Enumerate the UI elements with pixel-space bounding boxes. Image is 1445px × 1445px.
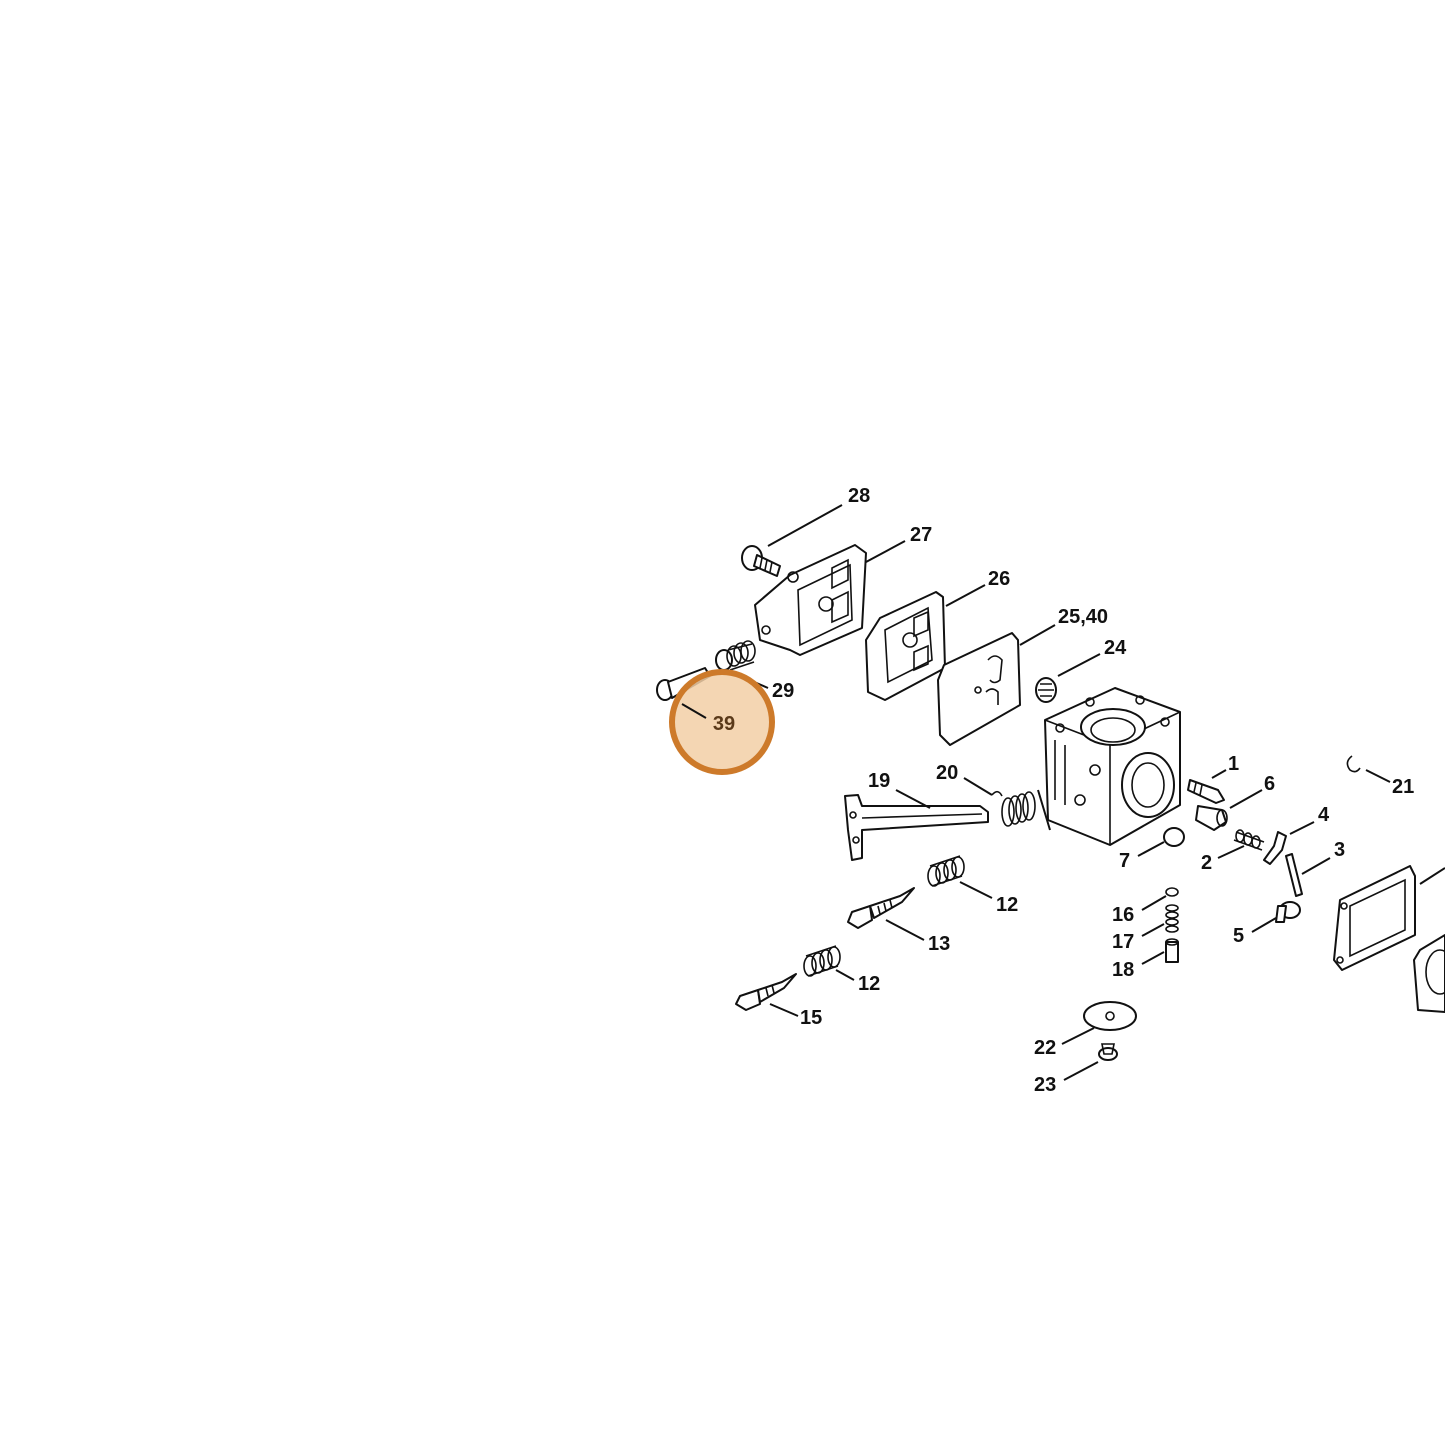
label-28: 28 <box>848 485 870 507</box>
part-right-gasket[interactable] <box>1333 865 1445 1013</box>
leader-18 <box>1141 951 1165 965</box>
part-5-screw[interactable] <box>1275 901 1301 923</box>
label-12-upper: 12 <box>996 894 1018 916</box>
leader-12b <box>835 969 855 981</box>
label-27: 27 <box>910 524 932 546</box>
part-19-throttle-shaft[interactable] <box>844 794 989 861</box>
leader-19 <box>895 789 931 809</box>
part-1-needle[interactable] <box>1187 779 1225 804</box>
carburetor-body[interactable] <box>1037 687 1181 846</box>
highlight-marker-39[interactable]: 39 <box>669 669 775 775</box>
label-4: 4 <box>1318 804 1330 826</box>
label-25-40: 25,40 <box>1058 606 1108 628</box>
leader-16 <box>1141 895 1167 911</box>
part-21-clip[interactable] <box>1346 755 1361 773</box>
leader-23 <box>1063 1061 1099 1081</box>
part-12-spring-lower[interactable] <box>803 945 841 977</box>
leader-13 <box>885 919 925 941</box>
part-29-spring[interactable] <box>715 640 756 671</box>
leader-6 <box>1229 789 1263 809</box>
part-6-cap[interactable] <box>1195 805 1228 831</box>
label-39: 39 <box>713 713 735 735</box>
leader-21 <box>1365 769 1391 783</box>
part-25-40-diaphragm[interactable] <box>937 632 1021 746</box>
leader-7 <box>1137 841 1165 857</box>
leader-12a <box>959 881 993 899</box>
highlight-circle <box>669 669 775 775</box>
leader-20 <box>963 777 993 796</box>
label-2: 2 <box>1201 852 1212 874</box>
part-17-spring[interactable] <box>1165 904 1179 933</box>
label-22: 22 <box>1034 1037 1056 1059</box>
leader-1 <box>1211 769 1227 779</box>
part-18-valve[interactable] <box>1165 938 1179 963</box>
label-29: 29 <box>772 680 794 702</box>
part-4-lever[interactable] <box>1263 831 1287 865</box>
leader-27 <box>865 540 906 563</box>
part-26-gasket[interactable] <box>865 591 946 701</box>
label-20: 20 <box>936 762 958 784</box>
leader-2 <box>1217 845 1245 859</box>
part-23-screw[interactable] <box>1098 1043 1118 1061</box>
leader-3 <box>1301 857 1331 875</box>
label-12-lower: 12 <box>858 973 880 995</box>
part-24-screen[interactable] <box>1035 677 1057 703</box>
leader-26 <box>945 584 986 607</box>
leader-28 <box>767 504 843 547</box>
label-24: 24 <box>1104 637 1127 659</box>
leader-17 <box>1141 923 1165 937</box>
leader-39 <box>681 703 707 719</box>
part-20-spring[interactable] <box>991 790 1036 827</box>
label-26: 26 <box>988 568 1010 590</box>
label-3: 3 <box>1334 839 1345 861</box>
part-3-pin[interactable] <box>1285 853 1303 897</box>
label-5: 5 <box>1233 925 1244 947</box>
label-6: 6 <box>1264 773 1275 795</box>
part-2-spring[interactable] <box>1233 829 1265 851</box>
label-15: 15 <box>800 1007 822 1029</box>
part-16-washer[interactable] <box>1165 887 1179 897</box>
part-27-pump-cover[interactable] <box>754 544 867 656</box>
label-7: 7 <box>1119 850 1130 872</box>
part-13-adjusting-screw[interactable] <box>847 887 915 929</box>
label-23: 23 <box>1034 1074 1056 1096</box>
leader-24 <box>1057 653 1101 677</box>
part-22-disc[interactable] <box>1083 1001 1137 1031</box>
part-28-screw[interactable] <box>741 545 781 577</box>
label-16: 16 <box>1112 904 1134 926</box>
part-15-adjusting-screw[interactable] <box>735 973 797 1011</box>
leader-4 <box>1289 821 1315 835</box>
leader-22 <box>1061 1027 1095 1045</box>
leader-25-40 <box>1019 624 1056 646</box>
leader-15 <box>769 1003 799 1017</box>
label-17: 17 <box>1112 931 1134 953</box>
label-21: 21 <box>1392 776 1414 798</box>
part-7-plug[interactable] <box>1163 827 1185 847</box>
label-18: 18 <box>1112 959 1134 981</box>
leader-5 <box>1251 917 1277 933</box>
label-1: 1 <box>1228 753 1239 775</box>
label-19: 19 <box>868 770 890 792</box>
label-13: 13 <box>928 933 950 955</box>
part-12-spring-upper[interactable] <box>927 855 965 887</box>
